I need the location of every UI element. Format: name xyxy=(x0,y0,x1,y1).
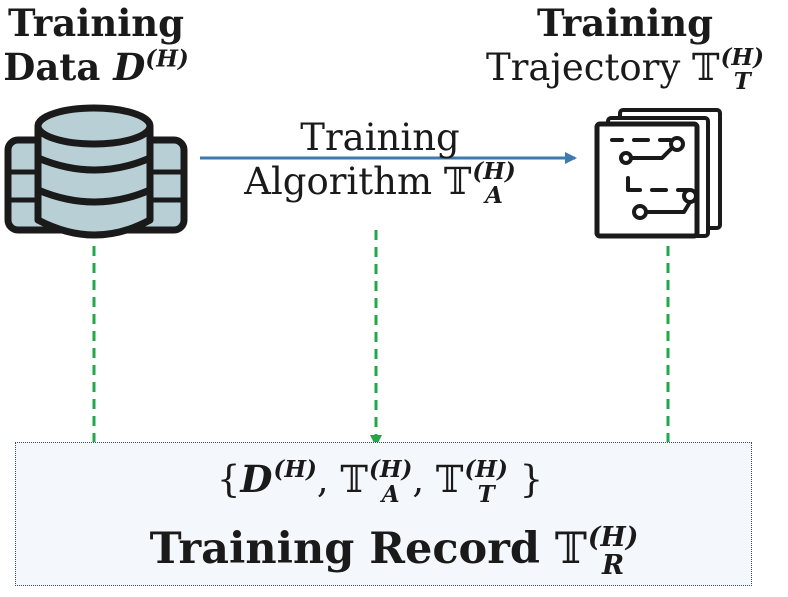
set-item-trajectory-subscript: T xyxy=(477,480,495,508)
set-item-algorithm-scripts: (H)A xyxy=(369,458,412,506)
set-separator-2: , xyxy=(412,458,425,501)
set-item-data-scripts: (H) xyxy=(274,458,317,506)
training-trajectory-title: Training xyxy=(536,1,714,45)
training-algorithm-title: Training xyxy=(300,116,460,159)
circuit-document-icon xyxy=(594,108,722,239)
training-trajectory-label: Training Trajectory 𝕋(H)T xyxy=(470,1,780,96)
training-algorithm-label: Training Algorithm 𝕋(H)A xyxy=(215,116,545,208)
training-record-subscript: R xyxy=(602,550,625,581)
training-algorithm-subscript: A xyxy=(485,182,503,210)
training-record-symbol: 𝕋 xyxy=(554,524,587,574)
set-item-algorithm-subscript: A xyxy=(381,480,400,508)
training-record-label: Training Record 𝕋(H)R xyxy=(100,524,688,580)
set-close-brace: } xyxy=(519,458,544,501)
training-data-superscript: (H) xyxy=(145,45,189,73)
training-algorithm-line: Algorithm 𝕋(H)A xyxy=(215,158,545,210)
set-item-algorithm-symbol: 𝕋 xyxy=(340,458,368,501)
training-data-symbol: D xyxy=(113,44,146,89)
training-data-line: Data D(H) xyxy=(0,44,192,90)
training-record-box xyxy=(15,442,752,586)
training-algorithm-word: Algorithm xyxy=(244,159,433,203)
training-algorithm-scripts: (H)A xyxy=(472,158,516,210)
training-data-label: Training Data D(H) xyxy=(0,1,192,90)
training-algorithm-symbol: 𝕋 xyxy=(443,159,472,203)
set-item-data-superscript: (H) xyxy=(273,456,317,484)
set-item-algorithm-superscript: (H) xyxy=(368,456,413,484)
training-trajectory-scripts: (H)T xyxy=(720,44,764,96)
training-algorithm-superscript: (H) xyxy=(472,158,516,186)
training-trajectory-superscript: (H) xyxy=(720,44,764,72)
set-item-trajectory-symbol: 𝕋 xyxy=(435,458,464,501)
set-item-trajectory-scripts: (H)T xyxy=(464,458,507,506)
training-trajectory-line: Trajectory 𝕋(H)T xyxy=(470,44,780,96)
training-trajectory-symbol: 𝕋 xyxy=(692,45,720,89)
training-record-scripts: (H)R xyxy=(588,524,638,580)
set-item-data-symbol: D xyxy=(240,457,273,501)
set-item-trajectory-superscript: (H) xyxy=(464,456,508,484)
record-set: {D(H) , 𝕋(H)A, 𝕋(H)T } xyxy=(200,457,560,507)
database-icon xyxy=(4,104,188,239)
training-record-word: Training Record xyxy=(149,524,540,574)
training-trajectory-word: Trajectory xyxy=(486,45,681,89)
training-data-word: Data xyxy=(3,44,101,89)
training-trajectory-subscript: T xyxy=(733,68,751,96)
training-record-superscript: (H) xyxy=(587,522,639,554)
set-item-data-subscript xyxy=(274,483,317,507)
set-separator-1: , xyxy=(316,458,329,501)
training-data-title: Training xyxy=(7,1,185,45)
set-open-brace: { xyxy=(216,458,241,501)
